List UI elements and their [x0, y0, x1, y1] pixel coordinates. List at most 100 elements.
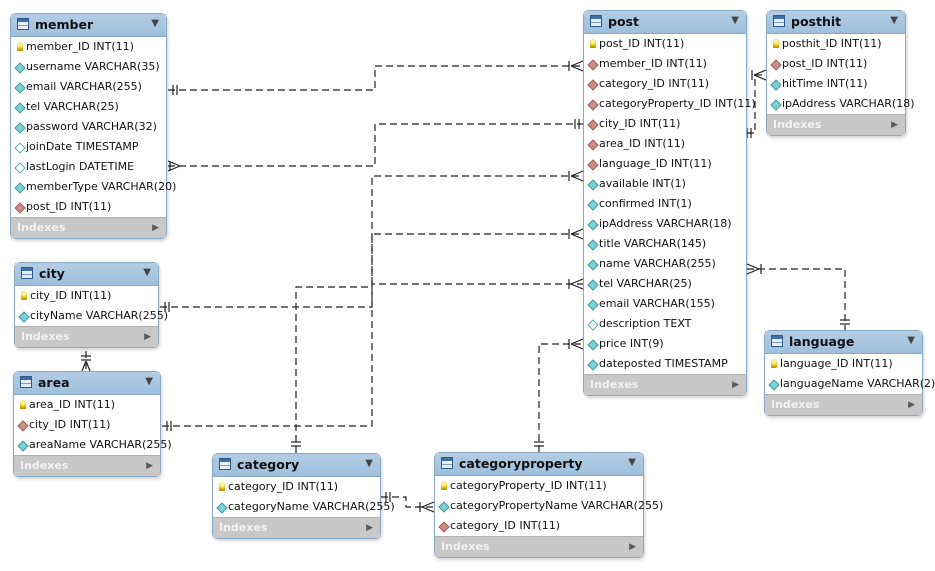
chevron-right-icon[interactable]: ▶: [732, 380, 739, 390]
column-row[interactable]: area_ID INT(11): [584, 134, 746, 154]
indexes-footer[interactable]: Indexes▶: [767, 114, 905, 135]
column-row[interactable]: tel VARCHAR(25): [11, 97, 166, 117]
column-row[interactable]: description TEXT: [584, 314, 746, 334]
column-diamond-icon: [587, 279, 599, 291]
column-row[interactable]: category_ID INT(11): [584, 74, 746, 94]
key-icon: [590, 39, 596, 48]
column-row[interactable]: language_ID INT(11): [765, 354, 922, 374]
column-diamond-icon: [14, 122, 26, 134]
column-name: languageName VARCHAR(2): [780, 377, 935, 390]
table-city[interactable]: city▼city_ID INT(11) cityName VARCHAR(255…: [14, 262, 168, 348]
column-row[interactable]: ipAddress VARCHAR(18): [584, 214, 746, 234]
column-row[interactable]: cityName VARCHAR(255): [15, 306, 168, 326]
indexes-footer[interactable]: Indexes▶: [14, 455, 160, 476]
table-header[interactable]: posthit▼: [767, 11, 905, 34]
column-row[interactable]: categoryName VARCHAR(255): [213, 497, 395, 517]
column-row[interactable]: ipAddress VARCHAR(18): [767, 94, 914, 114]
indexes-footer[interactable]: Indexes▶: [765, 394, 922, 415]
chevron-down-icon[interactable]: ▼: [145, 376, 153, 387]
chevron-down-icon[interactable]: ▼: [731, 15, 739, 26]
column-row[interactable]: categoryProperty_ID INT(11): [584, 94, 756, 114]
key-icon: [20, 400, 26, 409]
indexes-footer[interactable]: Indexes▶: [584, 374, 746, 395]
table-header[interactable]: categoryproperty▼: [435, 453, 643, 476]
column-name: tel VARCHAR(25): [599, 277, 692, 290]
column-row[interactable]: area_ID INT(11): [14, 395, 160, 415]
table-category[interactable]: category ▼ category_ID INT(11) categoryName…: [212, 453, 395, 539]
table-posthit[interactable]: posthit▼posthit_ID INT(11)post_ID INT(11…: [766, 10, 914, 136]
column-row[interactable]: category_ID INT(11): [213, 477, 380, 497]
column-name: language_ID INT(11): [780, 357, 893, 370]
key-icon: [771, 359, 777, 368]
chevron-down-icon[interactable]: ▼: [143, 267, 151, 278]
column-row[interactable]: city_ID INT(11): [15, 286, 158, 306]
column-row[interactable]: categoryProperty_ID INT(11): [435, 476, 643, 496]
column-row[interactable]: member_ID INT(11): [584, 54, 746, 74]
foreign-key-diamond-icon: [14, 202, 26, 214]
chevron-down-icon[interactable]: ▼: [151, 18, 159, 29]
column-row[interactable]: available INT(1): [584, 174, 746, 194]
chevron-right-icon[interactable]: ▶: [152, 223, 159, 233]
indexes-footer[interactable]: Indexes▶: [435, 536, 643, 557]
column-row[interactable]: member_ID INT(11): [11, 37, 166, 57]
column-row[interactable]: areaName VARCHAR(255): [14, 435, 172, 455]
table-icon: [773, 15, 785, 27]
chevron-right-icon[interactable]: ▶: [891, 120, 898, 130]
column-row[interactable]: hitTime INT(11): [767, 74, 905, 94]
chevron-right-icon[interactable]: ▶: [366, 523, 373, 533]
column-row[interactable]: joinDate TIMESTAMP: [11, 137, 166, 157]
column-row[interactable]: lastLogin DATETIME: [11, 157, 166, 177]
indexes-footer[interactable]: Indexes▶: [213, 517, 380, 538]
column-row[interactable]: confirmed INT(1): [584, 194, 746, 214]
table-header[interactable]: language▼: [765, 331, 922, 354]
table-header[interactable]: member▼: [11, 14, 166, 37]
column-row[interactable]: tel VARCHAR(25): [584, 274, 746, 294]
column-name: category_ID INT(11): [228, 480, 339, 493]
column-row[interactable]: post_ID INT(11): [767, 54, 905, 74]
column-name: cityName VARCHAR(255): [30, 309, 169, 322]
chevron-down-icon[interactable]: ▼: [907, 335, 915, 346]
column-row[interactable]: email VARCHAR(155): [584, 294, 746, 314]
column-row[interactable]: city_ID INT(11): [14, 415, 160, 435]
chevron-right-icon[interactable]: ▶: [908, 400, 915, 410]
column-row[interactable]: category_ID INT(11): [435, 516, 643, 536]
table-area[interactable]: area▼area_ID INT(11)city_ID INT(11)areaN…: [13, 371, 172, 477]
column-row[interactable]: name VARCHAR(255): [584, 254, 746, 274]
column-row[interactable]: language_ID INT(11): [584, 154, 746, 174]
table-icon: [20, 376, 32, 388]
chevron-down-icon[interactable]: ▼: [628, 457, 636, 468]
table-categoryproperty[interactable]: categoryproperty▼categoryProperty_ID INT…: [434, 452, 663, 558]
column-row[interactable]: memberType VARCHAR(20): [11, 177, 176, 197]
column-name: password VARCHAR(32): [26, 120, 157, 133]
column-row[interactable]: password VARCHAR(32): [11, 117, 166, 137]
column-row[interactable]: post_ID INT(11): [584, 34, 746, 54]
column-row[interactable]: post_ID INT(11): [11, 197, 166, 217]
column-row[interactable]: dateposted TIMESTAMP: [584, 354, 746, 374]
column-row[interactable]: title VARCHAR(145): [584, 234, 746, 254]
column-row[interactable]: email VARCHAR(255): [11, 77, 166, 97]
table-language[interactable]: language▼ language_ID INT(11) languageName…: [764, 330, 935, 416]
table-icon: [771, 335, 783, 347]
column-row[interactable]: city_ID INT(11): [584, 114, 746, 134]
table-header[interactable]: post▼: [584, 11, 746, 34]
column-row[interactable]: username VARCHAR(35): [11, 57, 166, 77]
column-name: post_ID INT(11): [599, 37, 685, 50]
column-row[interactable]: price INT(9): [584, 334, 746, 354]
table-header[interactable]: area▼: [14, 372, 160, 395]
chevron-right-icon[interactable]: ▶: [144, 332, 151, 342]
column-row[interactable]: posthit_ID INT(11): [767, 34, 905, 54]
table-header[interactable]: city▼: [15, 263, 158, 286]
chevron-right-icon[interactable]: ▶: [629, 542, 636, 552]
indexes-label: Indexes: [17, 221, 66, 234]
chevron-down-icon[interactable]: ▼: [365, 458, 373, 469]
indexes-footer[interactable]: Indexes▶: [15, 326, 158, 347]
column-row[interactable]: languageName VARCHAR(2): [765, 374, 935, 394]
column-row[interactable]: categoryPropertyName VARCHAR(255): [435, 496, 663, 516]
indexes-footer[interactable]: Indexes ▶: [11, 217, 166, 238]
table-post[interactable]: post▼post_ID INT(11)member_ID INT(11)cat…: [583, 10, 756, 396]
chevron-down-icon[interactable]: ▼: [890, 15, 898, 26]
chevron-right-icon[interactable]: ▶: [146, 461, 153, 471]
table-header[interactable]: category ▼: [213, 454, 380, 477]
table-name: category: [237, 457, 300, 472]
table-member[interactable]: member▼member_ID INT(11)username VARCHAR…: [10, 13, 176, 239]
